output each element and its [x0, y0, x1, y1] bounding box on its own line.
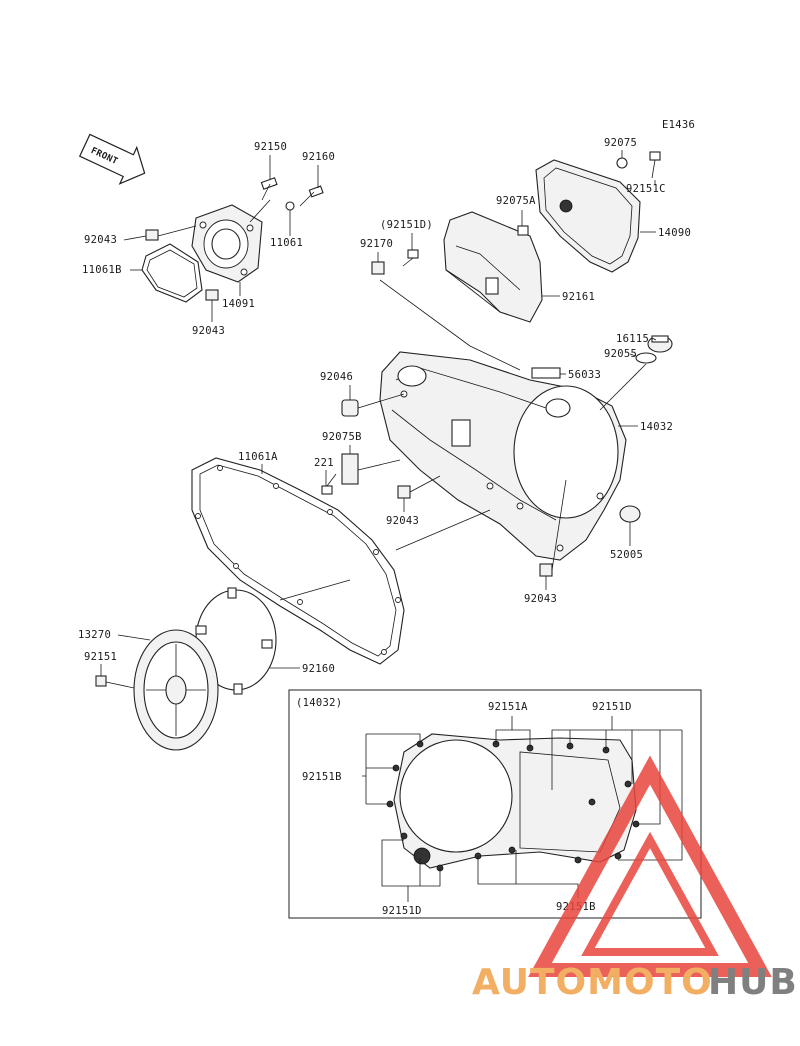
watermark-text-secondary: HUB	[708, 962, 798, 1003]
label-92151C: 92151C	[626, 183, 666, 195]
label-92151: 92151	[84, 651, 117, 663]
label-14090: 14090	[658, 227, 691, 239]
bolt-92150	[260, 177, 278, 201]
inset-14032: (14032) 92151A 92151D 92151B	[288, 689, 702, 919]
bracket-92075B	[341, 453, 359, 485]
cap-16115	[647, 335, 673, 353]
watermark-logo: AUTOMOTO HUB	[472, 755, 798, 1003]
dowel-92043-d	[539, 563, 553, 577]
label-92161: 92161	[562, 291, 595, 303]
label-11061B: 11061B	[82, 264, 122, 276]
inset-label-92151D-top: 92151D	[592, 701, 632, 713]
clamp-92170	[371, 261, 385, 275]
label-52005: 52005	[610, 549, 643, 561]
label-92170: 92170	[360, 238, 393, 250]
disc-92160	[195, 587, 277, 695]
oring-11061	[285, 201, 295, 211]
label-92043-b: 92043	[192, 325, 225, 337]
watermark-triangle-icon	[528, 755, 772, 977]
label-92043-c: 92043	[386, 515, 419, 527]
label-13270: 13270	[78, 629, 111, 641]
washer-92075	[616, 157, 628, 169]
bolt-92160	[299, 185, 324, 207]
inset-label-92151A: 92151A	[488, 701, 528, 713]
label-11061A: 11061A	[238, 451, 278, 463]
label-92150: 92150	[254, 141, 287, 153]
oring-92055	[635, 352, 657, 364]
bolt-92151C	[649, 151, 661, 179]
label-56033: 56033	[568, 369, 601, 381]
bolt-92151	[95, 675, 107, 687]
gasket-11061B	[141, 243, 203, 303]
cover-14032	[379, 351, 627, 561]
inset-title: (14032)	[296, 697, 342, 709]
label-plate-56033	[531, 367, 561, 379]
seal-52005	[619, 505, 641, 523]
label-92151D-paren: (92151D)	[380, 219, 433, 231]
label-14032: 14032	[640, 421, 673, 433]
cover-14091	[191, 204, 263, 283]
bolt-221	[321, 473, 337, 495]
cover-13270	[133, 629, 219, 751]
dowel-92043-c	[397, 485, 411, 499]
watermark-text-primary: AUTOMOTO	[472, 962, 713, 1003]
label-92046: 92046	[320, 371, 353, 383]
label-92043-d: 92043	[524, 593, 557, 605]
grommet-92075A	[517, 225, 529, 236]
label-92075A: 92075A	[496, 195, 536, 207]
label-92043-a: 92043	[84, 234, 117, 246]
diagram-code: E1436	[662, 119, 695, 131]
label-221: 221	[314, 457, 334, 469]
label-92075: 92075	[604, 137, 637, 149]
inset-label-92151D-bottom: 92151D	[382, 905, 422, 917]
front-arrow-icon: FRONT	[78, 133, 146, 185]
label-92160-disc: 92160	[302, 663, 335, 675]
label-11061: 11061	[270, 237, 303, 249]
label-92075B: 92075B	[322, 431, 362, 443]
cover-92161	[443, 211, 543, 323]
dowel-92043-a	[145, 229, 159, 241]
bolt-92151D-upper	[402, 249, 419, 267]
gasket-11061A	[191, 457, 405, 665]
dowel-92043-b	[205, 289, 219, 301]
label-92055: 92055	[604, 348, 637, 360]
cover-14090	[535, 159, 641, 273]
inset-label-92151B-left: 92151B	[302, 771, 342, 783]
label-92160: 92160	[302, 151, 335, 163]
label-16115: 16115	[616, 333, 649, 345]
label-14091: 14091	[222, 298, 255, 310]
damper-92046	[341, 399, 359, 417]
